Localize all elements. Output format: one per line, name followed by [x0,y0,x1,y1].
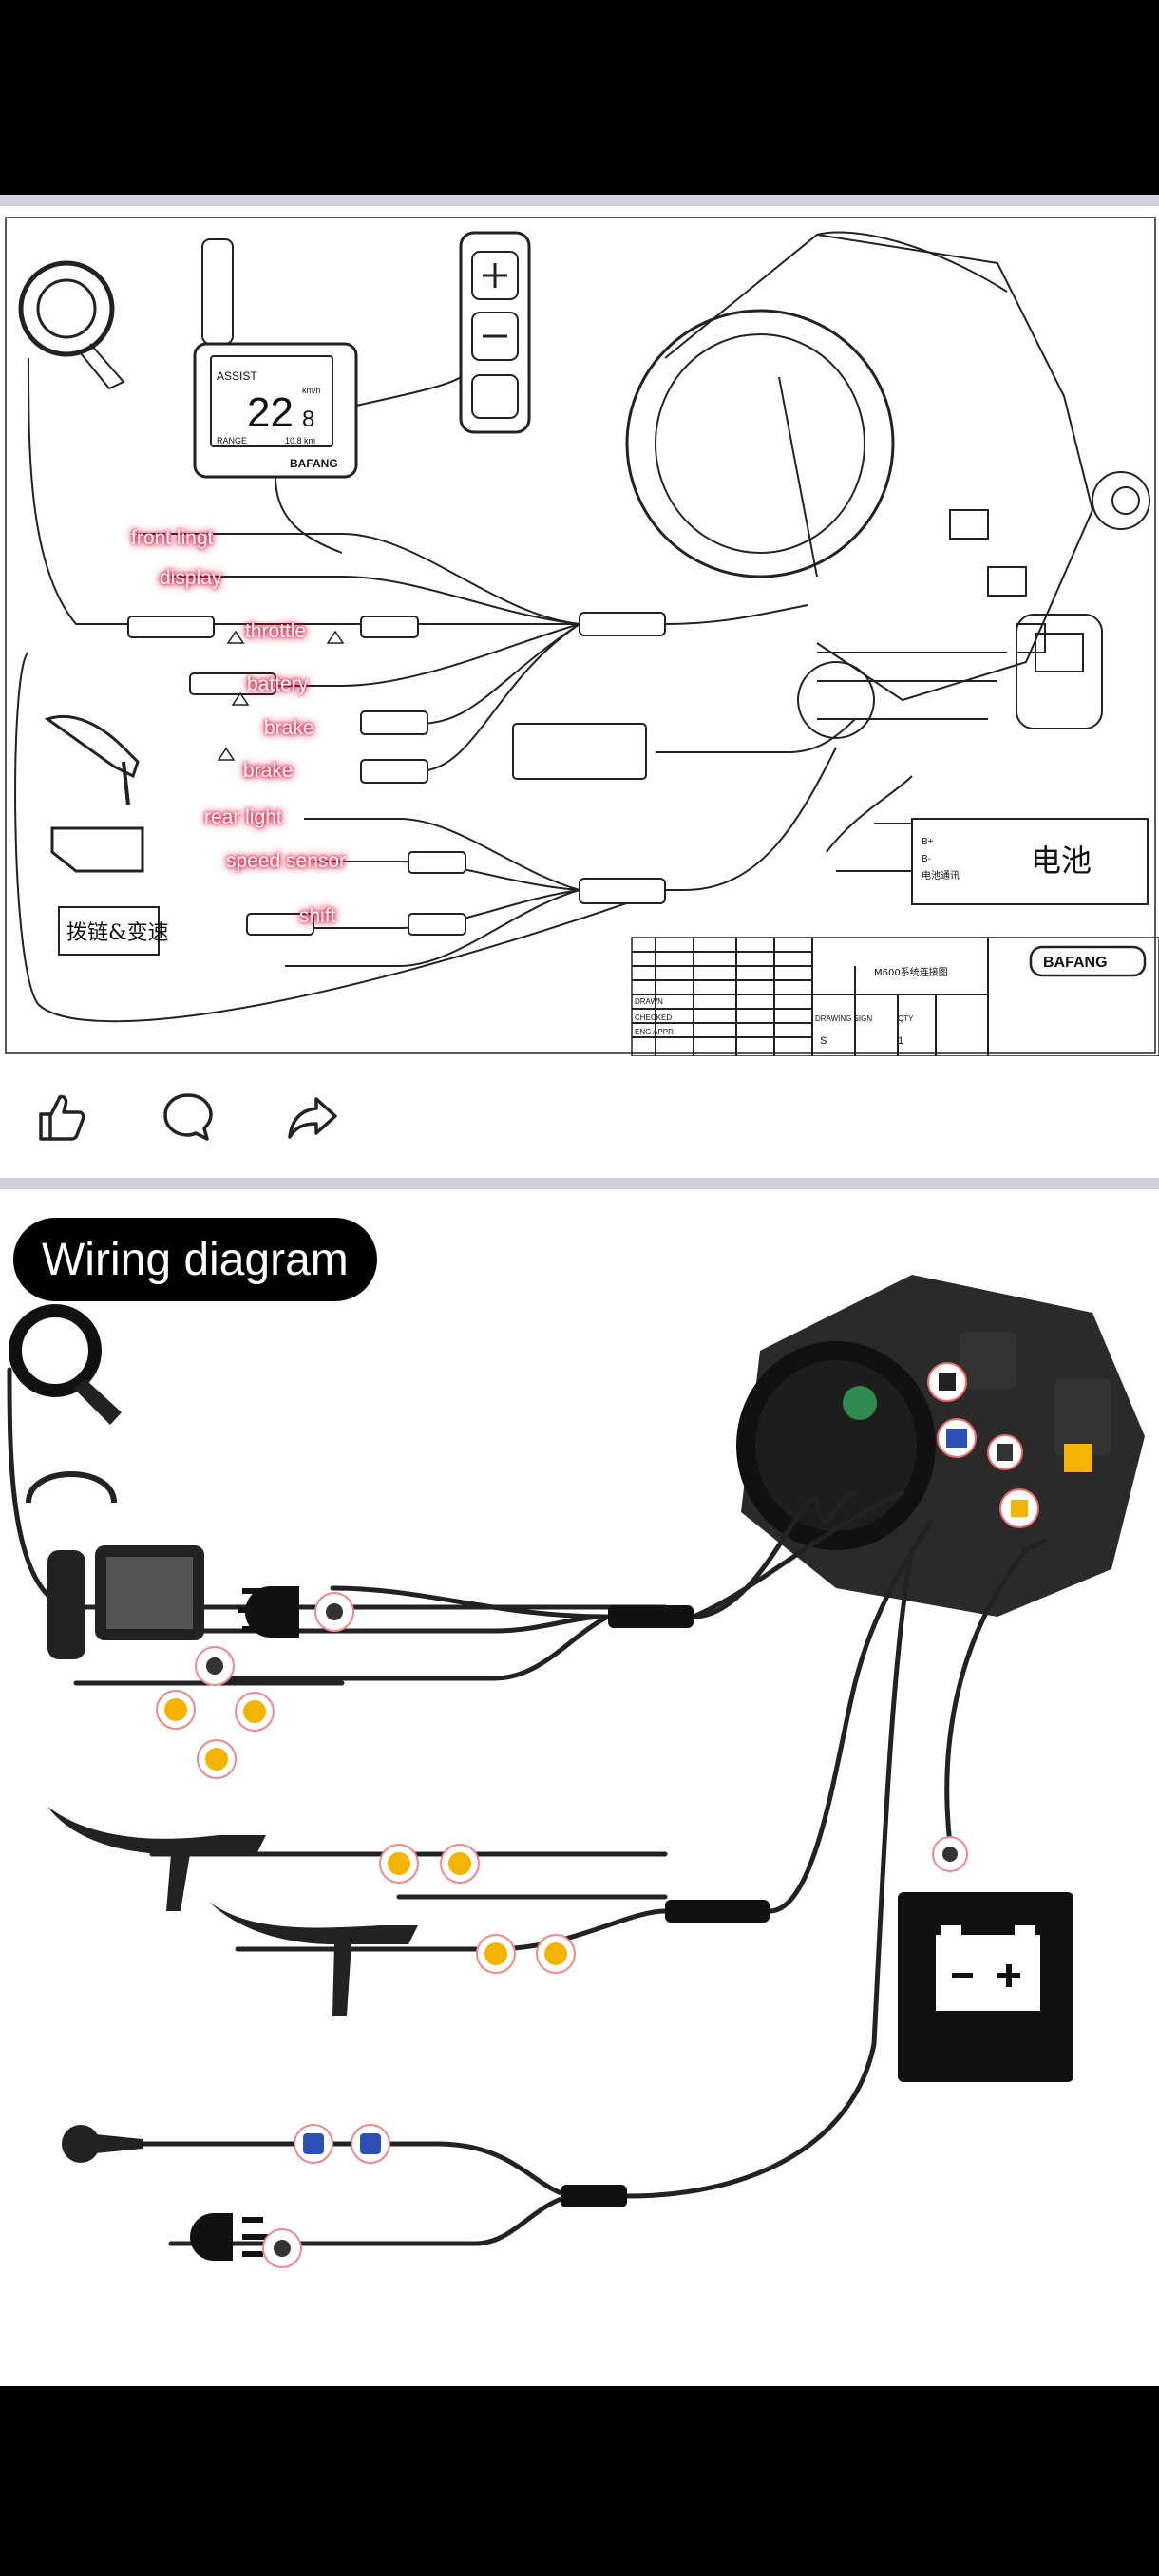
titleblock-brand: BAFANG [1043,955,1108,971]
titleblock-sign-value: S [820,1035,826,1047]
display-range-value: 10.8 km [285,436,315,445]
battery-box-label: 电池 [1031,843,1092,879]
post-image-wiring-diagram[interactable]: Wiring diagram [0,1189,1159,2386]
wiring-diagram-title: Wiring diagram [13,1218,377,1301]
display-speed-decimal: 8 [302,407,314,432]
schematic-drawing: ASSIST 22 8 km/h RANGE 10.8 km BAFANG 电池… [5,217,1159,1056]
share-button[interactable] [279,1083,346,1149]
titleblock-checked: CHECKED [635,1013,672,1022]
navigation-bar-area [0,2386,1159,2576]
label-shift: shift [299,905,336,927]
label-display: display [160,567,222,589]
label-front-light: front lingt [131,527,214,549]
battery-b-minus: B- [922,854,931,864]
like-button[interactable] [28,1083,95,1149]
label-battery: battery [247,673,309,695]
titleblock-drawn: DRAWN [635,997,663,1006]
separator [0,1178,1159,1189]
share-icon [288,1097,337,1139]
titleblock-qty-value: 1 [898,1035,903,1047]
battery-comm: 电池通讯 [922,869,960,881]
titleblock-eng: ENG APPR. [635,1028,675,1036]
wiring-diagram-drawing [7,1275,1145,2268]
titleblock-drawing-sign: DRAWING SIGN [815,1014,872,1023]
comment-icon [163,1093,213,1141]
thumbs-up-icon [39,1094,86,1141]
titleblock-qty: QTY [898,1014,914,1023]
post-action-bar [0,1056,1159,1178]
shift-box-label: 拨链&变速 [66,921,169,945]
label-throttle: throttle [245,620,307,642]
separator [0,195,1159,206]
label-rear-light: rear light [204,806,282,828]
label-brake-2: brake [243,760,294,782]
battery-b-plus: B+ [922,837,934,847]
display-unit-text: km/h [302,386,321,395]
post-image-schematic[interactable]: ASSIST 22 8 km/h RANGE 10.8 km BAFANG 电池… [0,206,1159,1056]
label-speed-sensor: speed sensor [226,850,347,872]
label-brake-1: brake [264,717,314,739]
display-assist-text: ASSIST [217,369,257,383]
display-speed-text: 22 [247,389,294,436]
display-brand-logo: BAFANG [290,457,338,470]
titleblock-title: M600系统连接图 [874,966,948,978]
display-range-label: RANGE [217,436,247,445]
comment-button[interactable] [155,1083,221,1149]
status-bar-area [0,0,1159,195]
